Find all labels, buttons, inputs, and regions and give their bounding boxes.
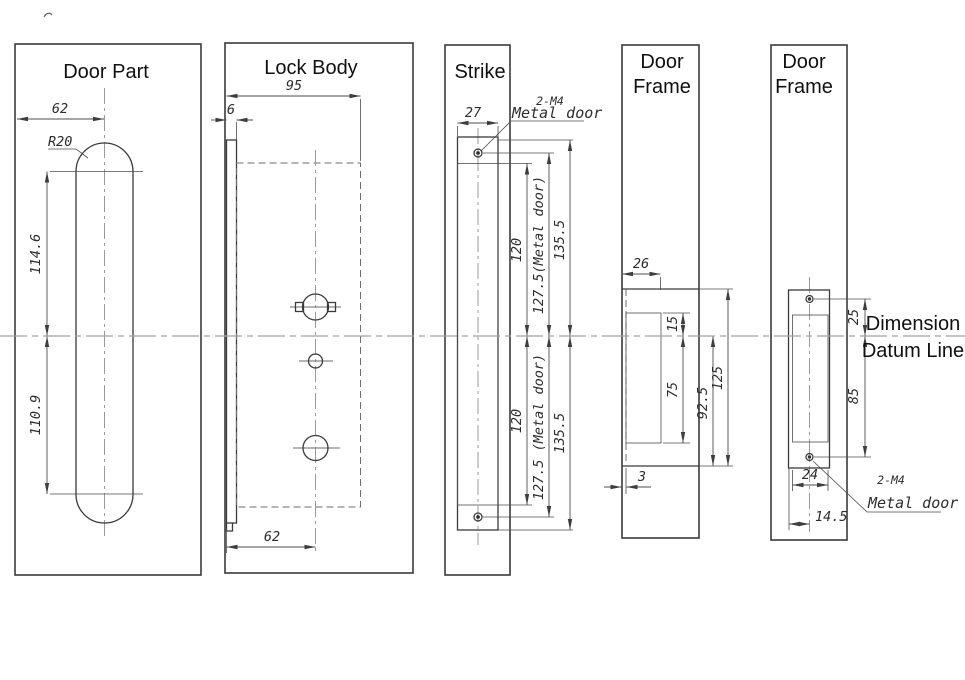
lock-body-backset-dim: 62 [264,529,280,545]
door-frame-left-frame [621,44,700,539]
door-part-panel: Door Part 62 R20 114.6 110.9 [14,43,202,576]
door-frame-right-ext-lines [788,298,871,530]
door-frame-right-width-ext [792,470,829,491]
door-frame-left-below-dim: 75 [665,382,681,398]
door-frame-left-title-line1: Door [640,51,684,73]
strike-screw-note: Metal door [511,104,602,122]
stray-mark [43,12,53,18]
door-frame-right-strike-box [787,289,831,469]
door-part-lower-dim: 110.9 [28,395,44,436]
datum-line-group: Dimension Datum Line [0,313,965,362]
strike-lower-plate-dim: 135.5 [552,413,568,454]
strike-width-dim: 27 [465,105,481,121]
lock-body-title: Lock Body [264,57,357,79]
door-frame-left-cutout-edges [622,288,699,467]
door-frame-left-cutout-dim: 92.5 [695,387,711,420]
door-frame-left-panel: Door Frame 26 15 75 92.5 125 3 [604,44,733,539]
lock-body-width-dim: 95 [286,78,302,94]
door-frame-right-frame [770,44,848,541]
lock-body-case [236,162,361,508]
strike-frame [444,44,511,576]
door-frame-left-dim-ext [663,312,690,444]
door-part-radius-leader [48,148,89,159]
door-frame-right-width-dim: 24 [802,467,818,483]
strike-screw-leader [480,120,584,152]
door-frame-right-offset-dim: 14.5 [815,509,848,525]
door-frame-left-above-dim: 15 [665,316,681,332]
datum-label-line2: Datum Line [862,340,964,362]
door-part-cutout-shape [75,142,134,524]
lock-body-faceplate-step [225,523,234,532]
lock-body-small-hole [299,353,333,369]
lock-body-panel: Lock Body 95 6 62 [211,42,414,574]
strike-lower-hole-dim: 120 [509,409,525,433]
strike-panel: Strike 27 2-M4 Metal door 120 127.5(Meta… [444,44,602,576]
strike-upper-hole-dim: 120 [509,238,525,262]
door-frame-right-screw-note: Metal door [867,494,958,512]
strike-plate-hatch [457,163,499,506]
door-frame-right-title-line1: Door [782,51,826,73]
door-frame-right-above-dim: 25 [846,309,862,325]
door-frame-left-width-dim: 26 [633,256,649,272]
strike-extension-lines [483,139,573,531]
strike-screw-label: 2-M4 [536,94,564,108]
door-frame-right-title-line2: Frame [775,76,833,98]
strike-lower-screw-dim: 127.5 (Metal door) [531,354,547,500]
door-frame-right-panel: Door Frame 25 85 24 14.5 2-M4 Metal door [770,44,958,541]
door-part-radius-label: R20 [48,134,72,150]
door-frame-right-hatch [792,314,829,443]
strike-upper-plate-dim: 135.5 [552,220,568,261]
door-part-title: Door Part [63,61,149,83]
strike-screw-hole-bottom [473,512,483,522]
door-part-backset-dim: 62 [52,101,68,117]
lock-body-faceplate [225,139,238,524]
datum-label-line1: Dimension [866,313,960,335]
door-frame-left-lip-dim: 3 [637,469,646,485]
door-frame-right-screw-hole-bottom [805,452,814,462]
lock-body-faceplate-dim: 6 [227,102,235,118]
strike-screw-hole-top [473,148,483,158]
door-frame-right-screw-hole-top [805,294,814,304]
door-part-arc-center-lines [50,171,143,495]
door-frame-right-below-dim: 85 [846,388,862,404]
door-frame-right-screw-leader [812,460,941,513]
door-frame-right-screw-label: 2-M4 [877,473,905,487]
strike-upper-screw-dim: 127.5(Metal door) [531,176,547,314]
door-frame-left-total-dim: 125 [710,366,726,390]
door-frame-left-title-line2: Frame [633,76,691,98]
lock-body-frame [224,42,414,574]
strike-title: Strike [454,61,505,83]
door-part-upper-dim: 114.6 [28,234,44,275]
lock-body-spindle-hole [290,293,341,321]
lock-body-cylinder-hole [293,434,340,462]
door-part-frame [14,43,202,576]
door-frame-left-hatch [625,312,662,444]
lock-body-extension-lines [236,99,361,161]
